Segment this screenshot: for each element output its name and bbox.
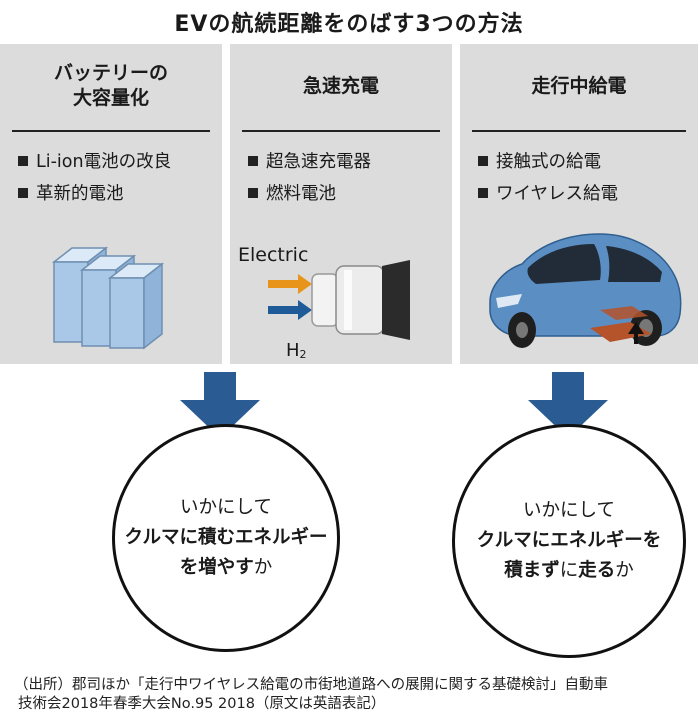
circle-line2: クルマに積むエネルギー bbox=[125, 523, 328, 553]
panel-battery-capacity: バッテリーの大容量化 Li-ion電池の改良 革新的電池 bbox=[0, 44, 222, 364]
bullet-square-icon bbox=[18, 188, 28, 198]
down-arrow-icon bbox=[180, 372, 260, 438]
circle-line3-normal-a: に bbox=[559, 560, 579, 581]
bullet-label: ワイヤレス給電 bbox=[496, 184, 618, 204]
panel-in-motion-charging: 走行中給電 接触式の給電 ワイヤレス給電 bbox=[460, 44, 698, 364]
bullet-square-icon bbox=[478, 188, 488, 198]
panel-heading: 急速充電 bbox=[230, 44, 452, 128]
circle-line1: いかにして bbox=[523, 500, 615, 521]
down-arrow-icon bbox=[528, 372, 608, 438]
bullet-square-icon bbox=[478, 156, 488, 166]
battery-cells-icon bbox=[51, 246, 165, 350]
circle-line3-bold: を増やす bbox=[179, 557, 254, 578]
circle-line3-normal: か bbox=[253, 557, 273, 578]
bullet-label: 燃料電池 bbox=[266, 184, 336, 204]
bullet-item: Li-ion電池の改良 bbox=[18, 148, 171, 173]
bullet-item: 燃料電池 bbox=[248, 180, 336, 205]
panel-divider bbox=[12, 130, 210, 132]
bullet-square-icon bbox=[248, 156, 258, 166]
circle-line3: 積まずに走るか bbox=[504, 556, 634, 586]
panel-heading-line1: 走行中給電 bbox=[531, 74, 627, 97]
circle-line3-bold-a: 積まず bbox=[504, 560, 560, 581]
car-wireless-charging-icon bbox=[489, 233, 682, 348]
circle-line3: を増やすか bbox=[180, 553, 273, 583]
bullet-item: ワイヤレス給電 bbox=[478, 180, 618, 205]
bullet-label: Li-ion電池の改良 bbox=[36, 152, 172, 172]
circle-line2-bold: クルマに積むエネルギー bbox=[124, 527, 328, 548]
hydrogen-label-subscript: 2 bbox=[299, 348, 307, 361]
panel-heading: 走行中給電 bbox=[460, 44, 698, 128]
bullet-item: 接触式の給電 bbox=[478, 148, 601, 173]
panel-divider bbox=[242, 130, 440, 132]
panel-heading-line2: 大容量化 bbox=[72, 87, 149, 109]
charging-plug-icon bbox=[268, 260, 410, 340]
source-line1: （出所）郡司ほか「走行中ワイヤレス給電の市街地道路への展開に関する基礎検討」自動… bbox=[14, 677, 609, 693]
panel-heading-line1: 急速充電 bbox=[302, 74, 379, 97]
bullet-square-icon bbox=[248, 188, 258, 198]
circle-line1: いかにして bbox=[180, 497, 272, 518]
panel-heading: バッテリーの大容量化 bbox=[0, 44, 222, 128]
bullet-label: 接触式の給電 bbox=[496, 152, 601, 172]
panel-heading-line1: バッテリーの bbox=[53, 62, 168, 84]
diagram-title: EVの航続距離をのばす3つの方法 bbox=[174, 12, 524, 37]
panel-divider bbox=[472, 130, 686, 132]
goal-circle-increase-energy: いかにして クルマに積むエネルギー を増やすか bbox=[112, 424, 340, 652]
circle-line2: クルマにエネルギーを bbox=[477, 526, 661, 556]
goal-circle-drive-without-storing: いかにして クルマにエネルギーを 積まずに走るか bbox=[452, 424, 686, 658]
source-line2: 技術会2018年春季大会No.95 2018（原文は英語表記） bbox=[18, 696, 386, 712]
circle-line3-normal-b: か bbox=[615, 560, 634, 581]
panel-fast-charging: 急速充電 超急速充電器 燃料電池 Electric H2 bbox=[230, 44, 452, 364]
bullet-label: 革新的電池 bbox=[36, 184, 124, 204]
bullet-item: 超急速充電器 bbox=[248, 148, 371, 173]
hydrogen-label: H2 bbox=[286, 340, 307, 361]
electric-label: Electric bbox=[238, 244, 309, 266]
bullet-label: 超急速充電器 bbox=[266, 152, 371, 172]
circle-line3-bold-b: 走る bbox=[578, 560, 616, 581]
source-note: （出所）郡司ほか「走行中ワイヤレス給電の市街地道路への展開に関する基礎検討」自動… bbox=[14, 676, 694, 714]
bullet-item: 革新的電池 bbox=[18, 180, 124, 205]
hydrogen-label-text: H bbox=[286, 340, 300, 361]
circle-line2-bold: クルマにエネルギーを bbox=[476, 530, 662, 551]
bullet-square-icon bbox=[18, 156, 28, 166]
